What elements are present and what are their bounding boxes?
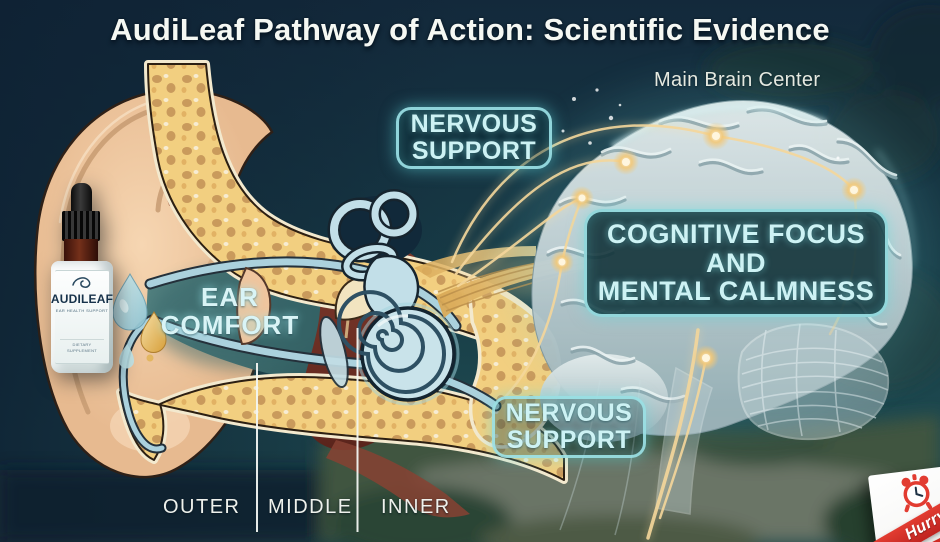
badge-line: AND [706,247,766,278]
oil-droplet-icon [140,311,167,353]
hurry-up-promo-sticker[interactable]: Hurry up!!! [864,462,940,542]
badge-line: NERVOUS [410,110,538,139]
bottle-glass-neck [64,239,98,265]
badge-line: COGNITIVE FOCUS [606,218,865,249]
water-droplet-icon [112,272,148,331]
badge-line: NERVOUS [505,399,633,428]
ear-comfort-line: EAR [201,282,259,312]
nervous-support-badge-bottom: NERVOUS SUPPORT [492,396,646,458]
droplet-icons [93,272,167,371]
ear-logo-icon [72,277,91,288]
dropper-bulb [71,183,92,214]
alarm-clock-icon [901,474,933,513]
region-label-inner: INNER [381,496,451,518]
nervous-support-badge-top: NERVOUS SUPPORT [396,107,552,169]
bottle-fine-print: DIETARY SUPPLEMENT [60,339,104,355]
bottle-label: AUDILEAF EAR HEALTH SUPPORT DIETARY SUPP… [51,270,113,364]
neural-pathway-arcs [448,88,870,542]
region-separator-lines [256,328,359,532]
product-bottle: AUDILEAF EAR HEALTH SUPPORT DIETARY SUPP… [50,183,146,375]
synapse-glow-nodes [550,122,867,371]
region-label-middle: MIDDLE [268,496,353,518]
ear-comfort-line: COMFORT [160,310,300,341]
bottle-brand-name: AUDILEAF [50,292,114,306]
inner-ear-illustration [327,189,460,406]
region-label-outer: OUTER [163,496,241,518]
sparkle-dots [561,88,870,234]
badge-line: MENTAL CALMNESS [597,276,875,307]
badge-line: SUPPORT [506,426,632,454]
cognitive-focus-badge: COGNITIVE FOCUS AND MENTAL CALMNESS [584,209,888,317]
ear-comfort-label: EAR COMFORT [156,283,304,339]
cerebellum-illustration [737,323,890,441]
badge-line: SUPPORT [411,137,537,165]
bottle-tagline: EAR HEALTH SUPPORT [55,308,109,313]
page-title: AudiLeaf Pathway of Action: Scientific E… [110,12,830,47]
bottle-body: AUDILEAF EAR HEALTH SUPPORT DIETARY SUPP… [51,261,113,373]
dropper-collar [62,211,100,241]
main-brain-center-label: Main Brain Center [654,69,821,91]
cochlea-illustration [337,290,460,406]
tragus [236,266,272,346]
